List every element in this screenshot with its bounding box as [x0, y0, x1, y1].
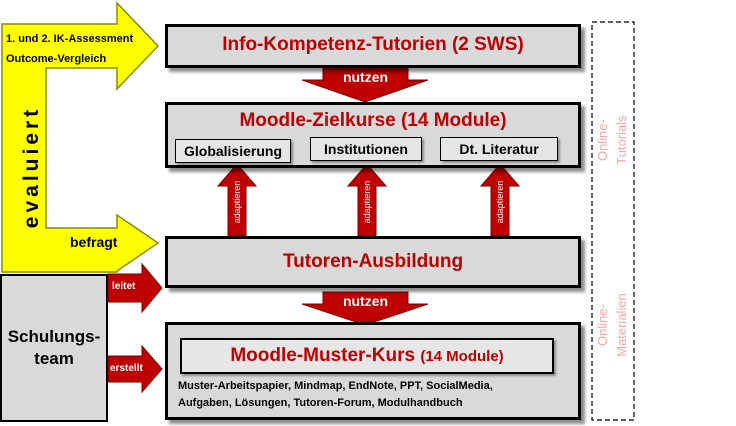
nutzen-top-arrow	[301, 67, 429, 103]
subcourse-institutionen: Institutionen	[310, 137, 422, 161]
moodle-muster-title-suffix: (14 Module)	[420, 348, 504, 365]
adaptieren-label-3: adaptieren	[495, 180, 505, 224]
info-kompetenz-box	[165, 24, 581, 68]
adaptieren-arrow-2	[346, 163, 388, 237]
info-kompetenz-title: Info-Kompetenz-Tutorien (2 SWS)	[222, 34, 524, 55]
nutzen-bottom-arrow	[301, 291, 429, 326]
erstellt-arrow	[107, 344, 163, 394]
schulungsteam-box	[0, 274, 108, 422]
nutzen-bottom-label: nutzen	[342, 293, 389, 309]
erstellt-label: erstellt	[110, 363, 143, 374]
adaptieren-label-2: adaptieren	[362, 180, 372, 224]
schulungsteam-label: Schulungs- team	[7, 327, 101, 368]
tutoren-ausbildung-title: Tutoren-Ausbildung	[282, 251, 464, 272]
moodle-muster-title-box	[180, 338, 554, 374]
leitet-arrow	[107, 262, 163, 314]
assessment-line2: Outcome-Vergleich	[6, 53, 107, 65]
moodle-muster-title-main: Moodle-Muster-Kurs	[230, 345, 416, 366]
online-tutorials-label: Online- Tutorials	[595, 115, 629, 165]
subcourse-dt-literatur: Dt. Literatur	[440, 137, 558, 161]
nutzen-top-label: nutzen	[342, 69, 389, 85]
subcourse-globalisierung: Globalisierung	[175, 139, 291, 163]
muster-items-line1: Muster-Arbeitspapier, Mindmap, EndNote, …	[178, 380, 493, 392]
adaptieren-arrow-1	[216, 163, 258, 237]
online-materialien-label: Online- Materialien	[595, 293, 629, 357]
evaluiert-label: evaluiert	[20, 105, 43, 229]
online-dashed-box	[591, 21, 635, 421]
muster-items-line2: Aufgaben, Lösungen, Tutoren-Forum, Modul…	[178, 397, 463, 409]
adaptieren-arrow-3	[479, 163, 521, 237]
leitet-label: leitet	[112, 281, 136, 292]
adaptieren-label-1: adaptieren	[232, 180, 242, 224]
moodle-zielkurse-title: Moodle-Zielkurse (14 Module)	[239, 110, 507, 131]
tutoren-ausbildung-box	[165, 236, 581, 288]
evaluiert-arrow-shape	[1, 1, 160, 273]
befragt-label: befragt	[70, 234, 118, 250]
moodle-muster-title: Moodle-Muster-Kurs (14 Module)	[180, 345, 554, 367]
assessment-line1: 1. und 2. IK-Assessment	[6, 33, 134, 45]
